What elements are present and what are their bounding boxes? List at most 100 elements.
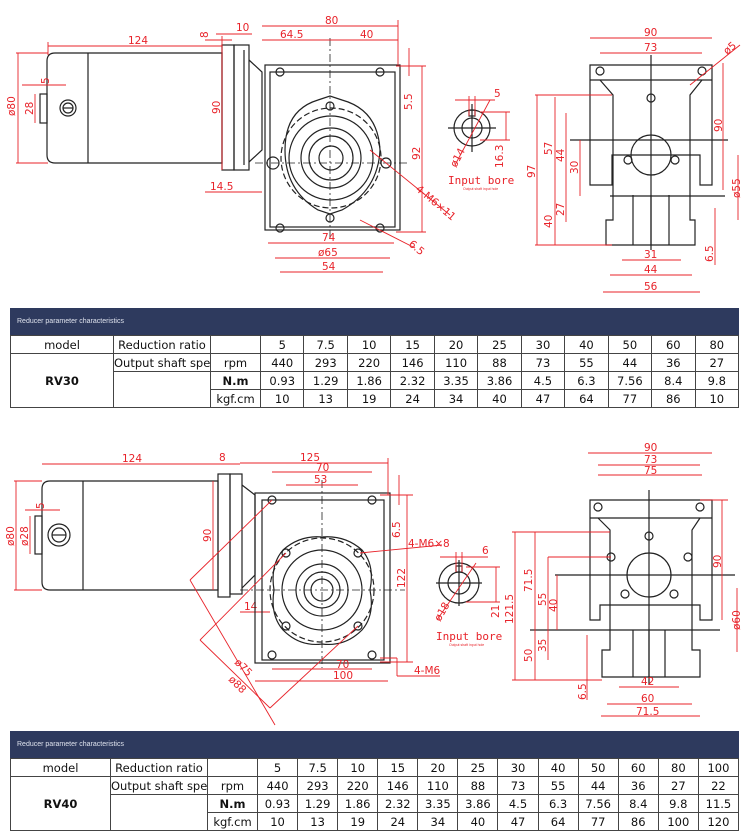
nm-cell: 4.5 (497, 794, 539, 813)
side-top-width: 90 (644, 27, 657, 39)
side-h35: 35 (537, 639, 549, 652)
side-total-height: 121.5 (504, 594, 516, 624)
nm-cell: 3.35 (433, 371, 479, 390)
rpm-cell: 73 (497, 776, 539, 795)
rv30-drawing: 124 ø80 28 5 8 10 90 14.5 80 (0, 0, 749, 300)
model-label: model (10, 758, 111, 777)
dim-boss: 28 (24, 102, 36, 115)
rpm-cell: 146 (377, 776, 419, 795)
nm-cell: 9.8 (657, 794, 699, 813)
nm-cell: 1.29 (303, 371, 348, 390)
bore-diameter: ø14 (448, 146, 468, 169)
rpm-cell: 36 (651, 353, 696, 372)
ratio-cell: 30 (497, 758, 539, 777)
dim-flange-height: 90 (202, 529, 214, 542)
dim-length: 124 (128, 35, 148, 47)
dim-boss: ø28 (19, 526, 31, 546)
kgfcm-cell: 13 (297, 812, 339, 831)
dim-pcd: ø65 (318, 247, 338, 259)
dim-bottom-a: 74 (322, 232, 336, 244)
ratio-cell: 15 (377, 758, 419, 777)
side-foot: 6.5 (704, 245, 716, 262)
side-w75: 75 (644, 465, 657, 477)
nm-cell: 1.29 (297, 794, 339, 813)
nm-cell: 3.35 (417, 794, 459, 813)
dim-half-left: 64.5 (280, 29, 303, 41)
rv30-side-dimensions: 90 73 ø5 97 57 44 30 27 40 90 ø55 6.5 31… (526, 27, 743, 293)
rpm-cell: 44 (577, 776, 619, 795)
kgfcm-cell: 77 (577, 812, 619, 831)
side-foot: 6.5 (577, 683, 589, 700)
nm-cell: 3.86 (457, 794, 499, 813)
model-name: RV30 (10, 353, 114, 408)
kgfcm-cell: 19 (337, 812, 379, 831)
rpm-cell: 110 (433, 353, 479, 372)
kgfcm-cell: 19 (346, 389, 392, 408)
rv40-gearbox-front (240, 480, 405, 668)
ratio-cell: 10 (346, 335, 392, 354)
rv40-input-bore: 6 21 ø18 Input bore Output shaft input h… (432, 545, 502, 647)
ratio-cell: 25 (457, 758, 499, 777)
nm-cell: 8.4 (617, 794, 659, 813)
dim-boss-depth: 5 (40, 77, 52, 84)
rv40-table-header: Reducer parameter characteristics (10, 731, 739, 758)
rpm-cell: 220 (346, 353, 392, 372)
rv30-drawing-svg: 124 ø80 28 5 8 10 90 14.5 80 (6, 15, 743, 293)
side-h55: 55 (537, 593, 549, 606)
ratio-cell: 40 (564, 335, 609, 354)
dim-flange-width: 10 (236, 22, 249, 34)
side-base-31: 31 (644, 249, 657, 261)
rv30-gearbox-side (570, 55, 728, 250)
rpm-cell: 110 (417, 776, 459, 795)
dim-diameter: ø80 (6, 96, 18, 116)
side-h27: 27 (555, 203, 567, 216)
kgfcm-cell: 47 (497, 812, 539, 831)
rv30-table: model Reduction ratio 5 7.5 10 15 20 25 … (10, 335, 740, 408)
dim-height: 122 (396, 568, 408, 588)
rv40-drawing-svg: 124 ø80 ø28 5 8 90 14 125 70 53 (5, 442, 743, 726)
side-right-height: 90 (712, 555, 724, 568)
dim-w70-bottom: 70 (336, 659, 349, 671)
unit-kgfcm: kgf.cm (210, 389, 261, 408)
rpm-cell: 293 (297, 776, 339, 795)
kgfcm-cell: 24 (377, 812, 419, 831)
side-base-56: 56 (644, 281, 658, 293)
side-base-44: 44 (644, 264, 658, 276)
side-h30: 30 (569, 161, 581, 174)
dim-flange: 8 (219, 452, 226, 464)
rpm-cell: 36 (617, 776, 659, 795)
nm-cell: 2.32 (390, 371, 435, 390)
dim-height: 92 (411, 147, 423, 160)
rv40-parameter-table: Reducer parameter characteristics model … (10, 731, 740, 831)
kgfcm-cell: 64 (564, 389, 609, 408)
kgfcm-cell: 10 (694, 389, 740, 408)
nm-cell: 7.56 (607, 371, 653, 390)
rv30-motor-dimensions: 124 ø80 28 5 8 10 90 14.5 (6, 22, 262, 193)
unit-kgfcm: kgf.cm (207, 812, 258, 831)
kgfcm-cell: 100 (657, 812, 699, 831)
rv30-gearbox-front (255, 38, 410, 240)
ratio-cell: 50 (607, 335, 653, 354)
dim-offset: 14 (244, 601, 258, 613)
bore-diameter: ø18 (432, 600, 452, 623)
dim-offset: 14.5 (210, 181, 233, 193)
bore-label: Input bore (436, 630, 502, 643)
rpm-cell: 440 (259, 353, 305, 372)
side-h50: 50 (523, 649, 535, 662)
model-name: RV40 (10, 776, 111, 831)
dim-overall-width: 80 (325, 15, 338, 27)
rv40-drawing: 124 ø80 ø28 5 8 90 14 125 70 53 (0, 440, 749, 730)
side-h57: 57 (543, 142, 555, 155)
rpm-cell: 146 (390, 353, 435, 372)
nm-cell: 1.86 (346, 371, 392, 390)
dim-w53: 53 (314, 474, 327, 486)
ratio-label: Reduction ratio (110, 758, 208, 777)
dim-top-offset: 6.5 (391, 521, 403, 538)
dim-length: 124 (122, 453, 142, 465)
nm-cell: 9.8 (694, 371, 740, 390)
ratio-label: Reduction ratio (113, 335, 211, 354)
ratio-cell: 50 (577, 758, 619, 777)
kgfcm-cell: 77 (607, 389, 653, 408)
nm-cell: 1.86 (337, 794, 379, 813)
dim-half-right: 40 (360, 29, 373, 41)
